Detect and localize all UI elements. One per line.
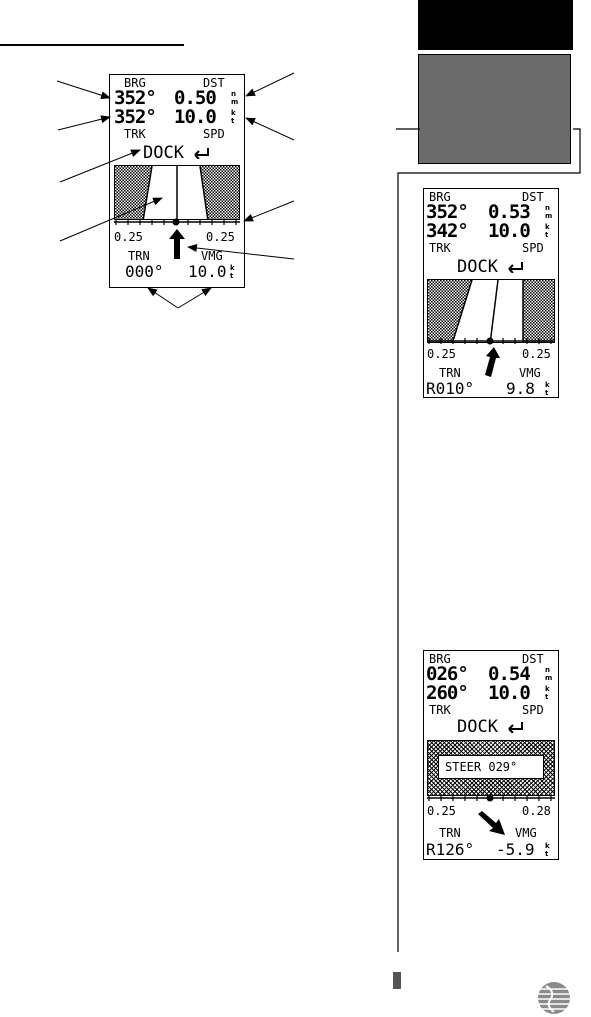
speed-value: 10.0 [488,220,531,242]
trk-label: TRK [429,703,451,717]
return-arrow-icon [508,722,523,733]
position-arrow-icon [169,229,185,259]
vmg-label: VMG [201,249,223,263]
vmg-label: VMG [515,826,537,840]
return-arrow-icon [194,148,209,159]
distance-unit-bottom: m [545,674,553,682]
distance-unit-top: n [545,666,550,674]
distance-unit-bottom: m [545,212,553,220]
track-value: 342° [426,220,469,242]
gps-screen-annotated: BRG DST 352° 0.50 n m 352° 10.0 k t TRK … [109,74,245,288]
dst-label: DST [203,76,225,90]
vmg-unit-bottom: t [545,850,549,858]
speed-value: 10.0 [488,682,531,704]
turn-value: 000° [125,262,164,281]
trn-label: TRN [439,826,461,840]
track-value: 352° [114,106,157,128]
distance-unit-top: n [545,204,550,212]
destination-name: DOCK [143,143,184,163]
speed-unit-bottom: t [545,231,549,239]
cdi-scale [427,337,555,345]
globe-logo-icon [538,982,570,1014]
cdi-scale [114,218,240,226]
header-rule [0,44,184,46]
spd-label: SPD [203,127,225,141]
destination-name: DOCK [457,717,498,737]
vmg-value: 9.8 [506,379,535,398]
speed-value: 10.0 [174,106,217,128]
page-marker [393,972,401,989]
spd-label: SPD [522,703,544,717]
section-tab-black [418,0,573,50]
speed-unit-bottom: t [231,117,235,125]
speed-unit-top: k [231,109,236,117]
gps-screen-steer-warning: BRG DST 026° 0.54 n m 260° 10.0 k t TRK … [423,650,559,860]
distance-unit-bottom: m [231,98,239,106]
distance-value: 0.54 [488,663,531,685]
scale-right: 0.25 [206,230,235,244]
scale-right: 0.25 [522,347,551,361]
speed-unit-bottom: t [545,693,549,701]
return-arrow-icon [508,262,523,273]
dst-label: DST [522,190,544,204]
callout-leader-lines [56,72,295,309]
steer-message: STEER 029° [445,760,518,774]
scale-left: 0.25 [114,230,143,244]
cdi-scale [427,794,555,802]
vmg-value: -5.9 [496,840,535,859]
distance-unit-top: n [231,90,236,98]
vmg-unit-top: k [230,264,235,272]
vmg-value: 10.0 [188,262,227,281]
steer-message-box: STEER 029° [438,755,544,779]
vmg-unit-top: k [545,842,550,850]
distance-value: 0.53 [488,201,531,223]
brg-label: BRG [429,190,451,204]
brg-label: BRG [429,652,451,666]
vmg-label: VMG [519,366,541,380]
dst-label: DST [522,652,544,666]
vmg-unit-bottom: t [230,272,234,280]
vmg-unit-bottom: t [545,389,549,397]
bearing-value: 352° [426,201,469,223]
trn-label: TRN [128,249,150,263]
highway-graphic [427,279,555,343]
speed-unit-top: k [545,685,550,693]
destination-name: DOCK [457,257,498,277]
vmg-unit-top: k [545,381,550,389]
turn-value: R010° [426,379,475,398]
position-arrow-icon [478,811,505,835]
track-value: 260° [426,682,469,704]
brg-label: BRG [124,76,146,90]
bearing-value: 026° [426,663,469,685]
scale-right: 0.28 [522,804,551,818]
distance-value: 0.50 [174,87,217,109]
scale-left: 0.25 [427,804,456,818]
trk-label: TRK [124,127,146,141]
scale-left: 0.25 [427,347,456,361]
turn-value: R126° [426,840,475,859]
spd-label: SPD [522,241,544,255]
trk-label: TRK [429,241,451,255]
section-tab-gray [418,54,571,164]
speed-unit-top: k [545,223,550,231]
gps-screen-on-course: BRG DST 352° 0.53 n m 342° 10.0 k t TRK … [423,188,559,398]
bearing-value: 352° [114,87,157,109]
trn-label: TRN [439,366,461,380]
position-arrow-icon [485,347,500,377]
